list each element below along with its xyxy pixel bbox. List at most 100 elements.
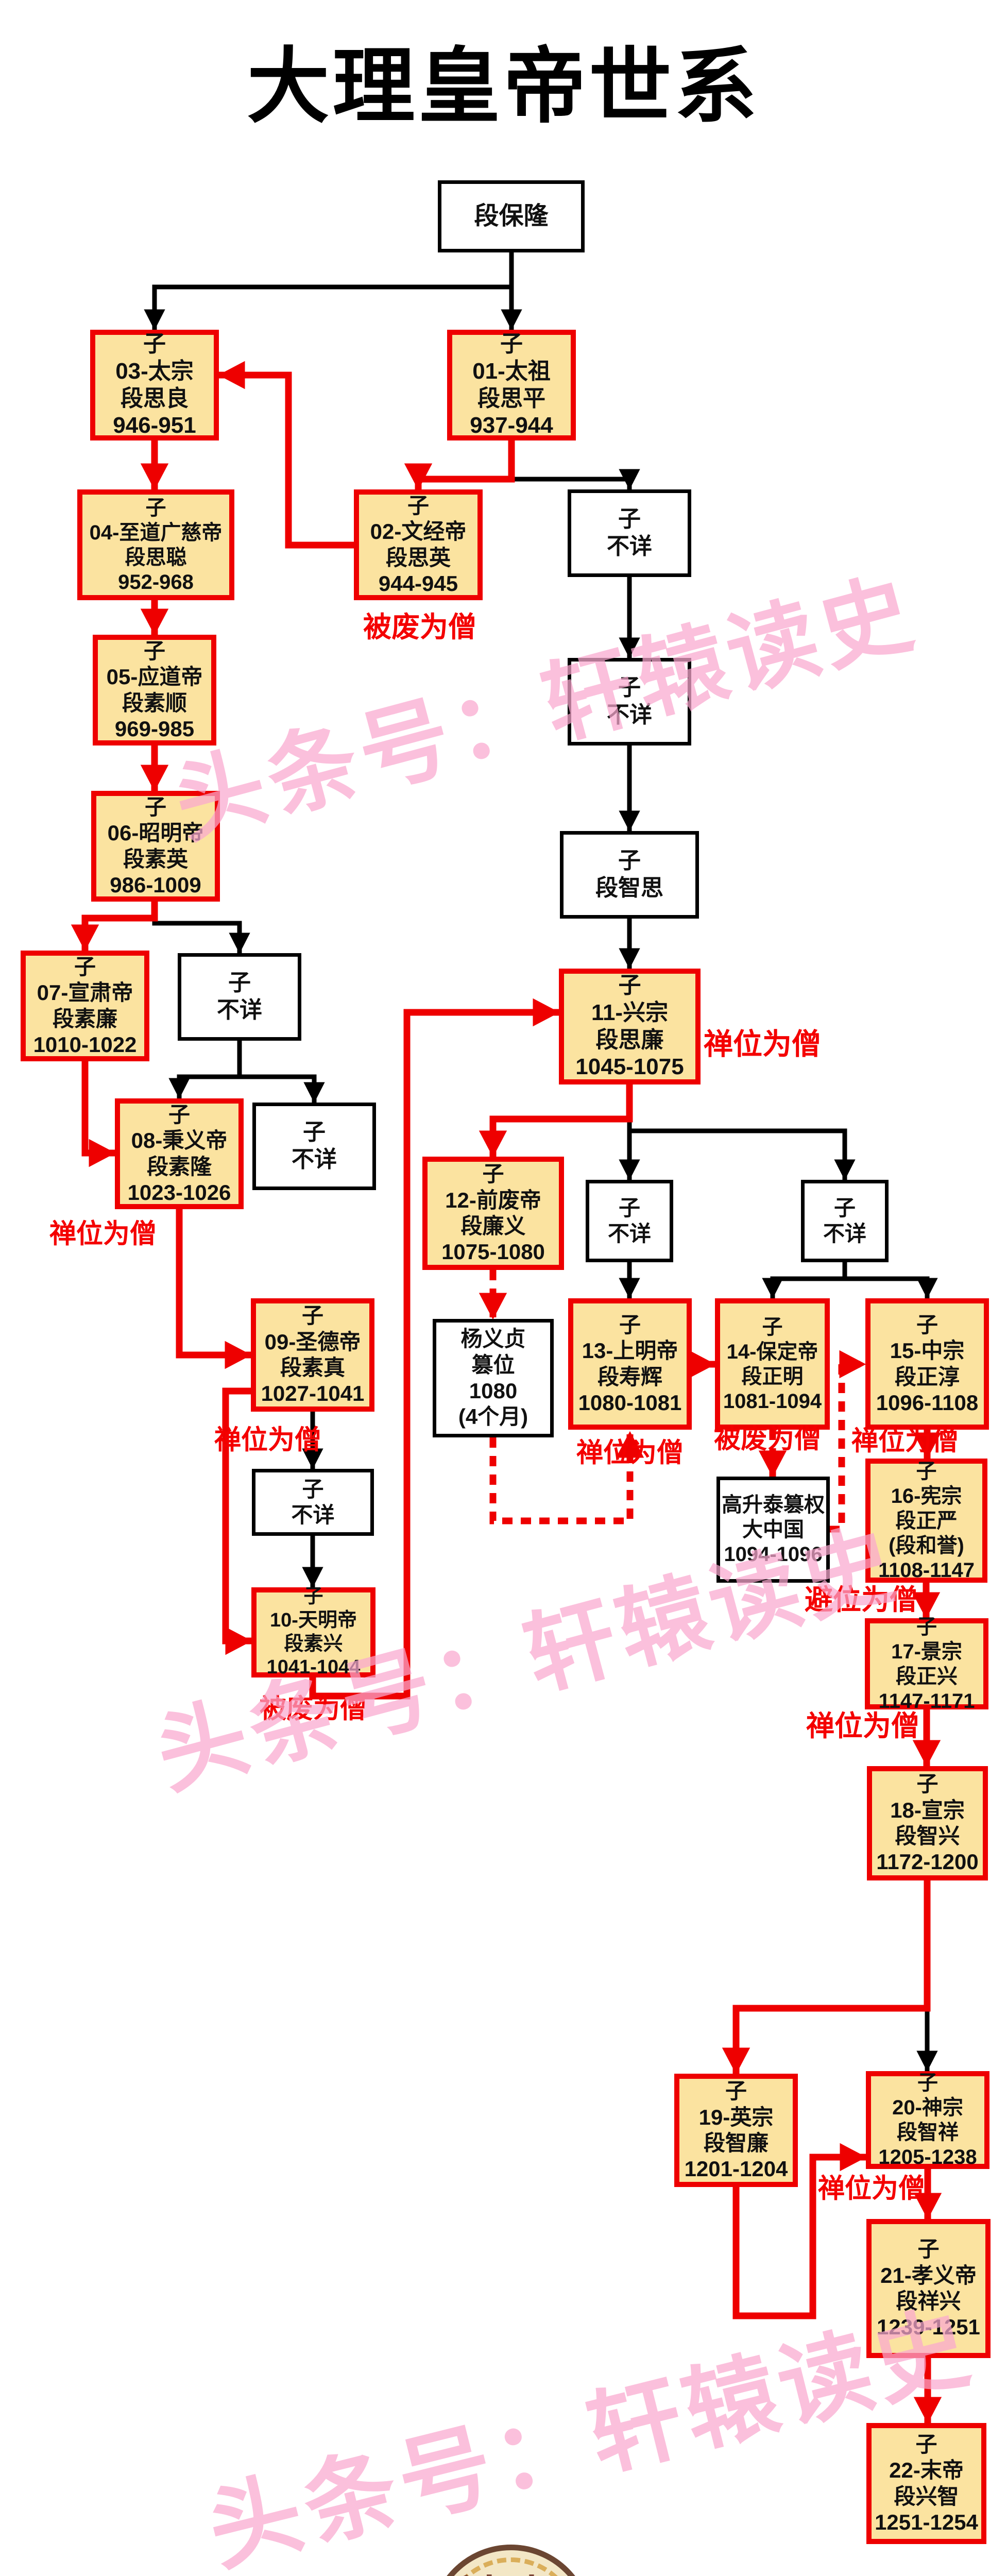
node-02-wenjingdi-line-3: 944-945 bbox=[378, 571, 458, 596]
node-20-shenzong-line-2: 段智祥 bbox=[897, 2121, 959, 2144]
node-04-zhidaoguangcidi-line-3: 952-968 bbox=[118, 570, 194, 594]
node-07-xuansudi-line-1: 07-宣肃帝 bbox=[37, 980, 133, 1005]
node-duan-zhisi: 子段智思 bbox=[560, 831, 699, 919]
node-22-modi-line-1: 22-末帝 bbox=[889, 2458, 964, 2483]
node-22-modi-line-2: 段兴智 bbox=[894, 2484, 959, 2509]
node-16-xianzong-line-3: (段和誉) bbox=[889, 1534, 964, 1557]
seal-char-du: 讀 bbox=[456, 2573, 507, 2576]
node-15-zhongzong-line-3: 1096-1108 bbox=[876, 1390, 979, 1415]
node-12-qianfeidi-line-0: 子 bbox=[482, 1162, 504, 1187]
edge-succession-10-11 bbox=[309, 998, 560, 1700]
node-01-taizu-line-3: 937-944 bbox=[470, 413, 553, 438]
node-15-zhongzong-line-1: 15-中宗 bbox=[890, 1338, 965, 1363]
edge-usurp-yang-13 bbox=[489, 1431, 644, 1524]
anno-15: 禅位为僧 bbox=[851, 1426, 959, 1456]
node-01-taizu-line-0: 子 bbox=[500, 331, 523, 357]
edge-succession-07-08 bbox=[81, 1061, 116, 1167]
node-12-qianfeidi-line-2: 段廉义 bbox=[460, 1214, 526, 1238]
node-11-xingzong-line-1: 11-兴宗 bbox=[591, 999, 669, 1025]
edge-11-to-unknown6 bbox=[627, 1084, 856, 1180]
node-01-taizu-line-2: 段思平 bbox=[477, 385, 545, 411]
node-17-jingzong-line-3: 1147-1171 bbox=[878, 1689, 975, 1713]
node-02-wenjingdi-line-1: 02-文经帝 bbox=[370, 519, 467, 544]
edge-succession-11-12 bbox=[479, 1084, 633, 1158]
node-gao-shengtai-line-2: 1094-1096 bbox=[724, 1543, 823, 1566]
node-07-xuansudi-line-0: 子 bbox=[74, 954, 96, 979]
edge-succession-19-20 bbox=[732, 2143, 867, 2319]
anno-17: 禅位为僧 bbox=[806, 1710, 920, 1742]
node-22-modi-line-0: 子 bbox=[915, 2432, 937, 2456]
edge-succession-09-10 bbox=[222, 1387, 252, 1655]
node-09-shengdedi-line-1: 09-圣德帝 bbox=[264, 1329, 361, 1354]
node-unknown-son-7-line-1: 不详 bbox=[291, 1503, 335, 1527]
node-04-zhidaoguangcidi-line-0: 子 bbox=[145, 496, 166, 519]
node-07-xuansudi-line-3: 1010-1022 bbox=[33, 1032, 137, 1057]
edge-unknown3-to-08 bbox=[168, 1041, 242, 1099]
node-unknown-son-4-line-1: 不详 bbox=[292, 1147, 337, 1172]
node-gao-shengtai-line-1: 大中国 bbox=[742, 1518, 804, 1541]
node-10-tianmingdi-line-1: 10-天明帝 bbox=[270, 1609, 357, 1631]
node-03-taizong-line-1: 03-太宗 bbox=[115, 358, 194, 384]
node-07-xuansudi-line-2: 段素廉 bbox=[52, 1006, 117, 1031]
edge-unknown3-to-unknown4 bbox=[240, 1074, 325, 1103]
node-14-baodingdi-line-2: 段正明 bbox=[741, 1365, 804, 1388]
node-19-yingzong-line-2: 段智廉 bbox=[703, 2131, 769, 2155]
node-14-baodingdi-line-1: 14-保定帝 bbox=[726, 1340, 818, 1363]
node-21-xiaoyidi-line-0: 子 bbox=[917, 2237, 940, 2262]
node-19-yingzong-line-3: 1201-1204 bbox=[684, 2157, 788, 2181]
node-06-zhaomingdi-line-0: 子 bbox=[144, 794, 166, 819]
node-02-wenjingdi-line-2: 段思英 bbox=[385, 545, 451, 570]
node-09-shengdedi-line-0: 子 bbox=[301, 1303, 323, 1328]
node-16-xianzong-line-2: 段正严 bbox=[895, 1509, 958, 1532]
node-unknown-son-5-line-0: 子 bbox=[618, 1195, 640, 1220]
node-17-jingzong-line-1: 17-景宗 bbox=[891, 1640, 962, 1663]
node-18-xuanzong-line-3: 1172-1200 bbox=[876, 1850, 979, 1874]
edge-01-to-unknown1 bbox=[511, 469, 640, 490]
node-unknown-son-7: 子不详 bbox=[252, 1469, 374, 1536]
node-11-xingzong-line-0: 子 bbox=[618, 972, 641, 998]
node-unknown-son-2-line-1: 不详 bbox=[607, 702, 652, 727]
node-yang-yizhen-line-3: (4个月) bbox=[458, 1404, 528, 1429]
node-yang-yizhen-line-2: 1080 bbox=[469, 1379, 518, 1403]
node-unknown-son-1: 子不详 bbox=[568, 489, 691, 577]
node-15-zhongzong-line-2: 段正淳 bbox=[894, 1364, 960, 1389]
node-13-shangmingdi-line-0: 子 bbox=[619, 1312, 641, 1337]
node-10-tianmingdi-line-2: 段素兴 bbox=[284, 1633, 343, 1655]
node-unknown-son-6-line-1: 不详 bbox=[823, 1222, 866, 1246]
edge-06-to-unknown3 bbox=[152, 902, 250, 954]
node-unknown-son-7-line-0: 子 bbox=[302, 1477, 324, 1501]
node-yang-yizhen-line-1: 篡位 bbox=[471, 1352, 515, 1377]
node-16-xianzong-line-4: 1108-1147 bbox=[878, 1558, 975, 1582]
node-17-jingzong-line-0: 子 bbox=[916, 1615, 937, 1638]
node-05-yingdaodi-line-1: 05-应道帝 bbox=[106, 665, 203, 689]
node-04-zhidaoguangcidi-line-2: 段思聪 bbox=[125, 546, 187, 569]
node-14-baodingdi-line-3: 1081-1094 bbox=[723, 1389, 822, 1413]
node-14-baodingdi-line-0: 子 bbox=[762, 1315, 783, 1338]
node-05-yingdaodi-line-2: 段素顺 bbox=[122, 690, 187, 715]
node-08-bingyidi-line-0: 子 bbox=[168, 1102, 190, 1127]
edge-succession-06-07 bbox=[71, 902, 158, 952]
edge-succession-01-02 bbox=[404, 440, 515, 490]
anno-16: 避位为僧 bbox=[804, 1584, 918, 1616]
edge-baolong-to-03 bbox=[144, 252, 514, 330]
node-03-taizong-line-2: 段思良 bbox=[121, 385, 189, 411]
node-duan-baolong: 段保隆 bbox=[438, 180, 585, 252]
node-13-shangmingdi-line-2: 段寿辉 bbox=[597, 1364, 662, 1389]
node-17-jingzong-line-2: 段正兴 bbox=[896, 1665, 958, 1688]
